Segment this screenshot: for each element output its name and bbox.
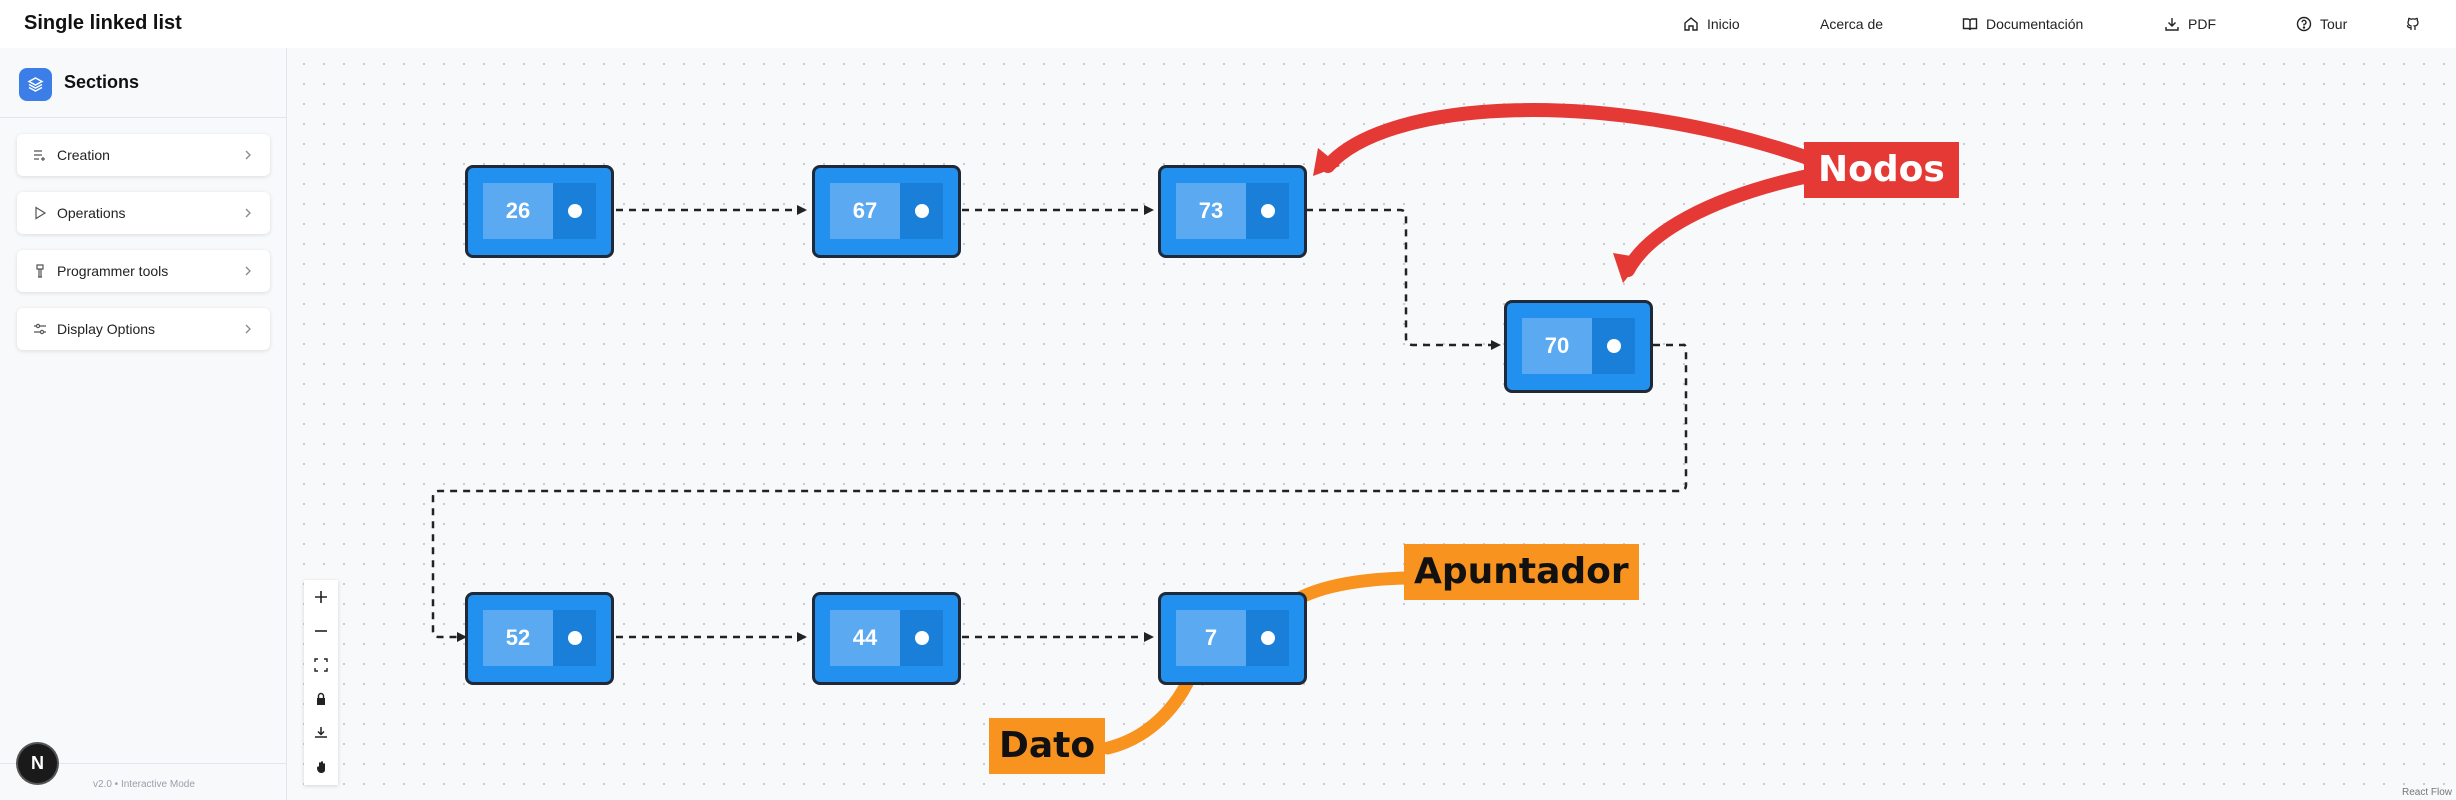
chevron-right-icon bbox=[242, 264, 254, 276]
node-pointer bbox=[900, 183, 943, 239]
sidebar-item-programmer-tools[interactable]: Programmer tools bbox=[17, 250, 270, 292]
pointer-dot bbox=[1261, 204, 1275, 218]
sidebar-item-label: Programmer tools bbox=[57, 263, 169, 279]
node-pointer bbox=[900, 610, 943, 666]
help-circle-icon bbox=[2296, 16, 2312, 32]
home-icon bbox=[1683, 16, 1699, 32]
list-node[interactable]: 26 bbox=[465, 165, 614, 258]
nav-tour[interactable]: Tour bbox=[2296, 0, 2347, 48]
pointer-dot bbox=[568, 631, 582, 645]
list-node[interactable]: 73 bbox=[1158, 165, 1307, 258]
download-icon bbox=[2164, 16, 2180, 32]
nav-documentacion-label: Documentación bbox=[1986, 16, 2084, 32]
sidebar-item-operations[interactable]: Operations bbox=[17, 192, 270, 234]
node-data: 26 bbox=[483, 183, 553, 239]
nav-acerca-label: Acerca de bbox=[1820, 16, 1884, 32]
nav-tour-label: Tour bbox=[2320, 16, 2348, 32]
download-icon bbox=[315, 727, 327, 738]
hand-icon bbox=[317, 761, 325, 773]
flow-controls bbox=[304, 580, 338, 785]
version-label: v2.0 • Interactive Mode bbox=[93, 779, 195, 790]
pointer-dot bbox=[915, 204, 929, 218]
sidebar-item-label: Display Options bbox=[57, 321, 156, 337]
edges-layer bbox=[431, 103, 1815, 755]
sidebar-item-label: Creation bbox=[57, 147, 110, 163]
lock-button[interactable] bbox=[304, 682, 338, 716]
nav-github[interactable] bbox=[2405, 0, 2429, 48]
node-pointer bbox=[1246, 183, 1289, 239]
chevron-right-icon bbox=[242, 148, 254, 160]
annotation-dato: Dato bbox=[989, 718, 1106, 774]
zoom-out-button[interactable] bbox=[304, 614, 338, 648]
nodos-arrow-2 bbox=[1621, 169, 1815, 277]
node-data: 67 bbox=[830, 183, 900, 239]
layers-icon bbox=[19, 68, 52, 101]
top-header: Single linked list Inicio Acerca de Docu… bbox=[0, 0, 2456, 48]
app-title: Single linked list bbox=[24, 12, 182, 34]
nav-inicio[interactable]: Inicio bbox=[1683, 0, 1740, 48]
node-pointer bbox=[1246, 610, 1289, 666]
list-node[interactable]: 52 bbox=[465, 592, 614, 685]
nav-documentacion[interactable]: Documentación bbox=[1962, 0, 2083, 48]
github-icon bbox=[2405, 16, 2421, 32]
node-pointer bbox=[553, 183, 596, 239]
pointer-dot bbox=[1607, 339, 1621, 353]
pointer-dot bbox=[568, 204, 582, 218]
pointer-dot bbox=[915, 631, 929, 645]
sidebar-title: Sections bbox=[64, 72, 140, 92]
node-data: 7 bbox=[1176, 610, 1246, 666]
node-data: 70 bbox=[1522, 318, 1592, 374]
list-node[interactable]: 44 bbox=[812, 592, 961, 685]
sidebar: Sections Creation Operations Programmer … bbox=[0, 48, 287, 800]
zoom-in-button[interactable] bbox=[304, 580, 338, 614]
sidebar-item-display-options[interactable]: Display Options bbox=[17, 308, 270, 350]
edge-73-70 bbox=[1306, 208, 1501, 350]
nav-inicio-label: Inicio bbox=[1707, 16, 1740, 32]
sidebar-item-creation[interactable]: Creation bbox=[17, 134, 270, 176]
chevron-right-icon bbox=[242, 322, 254, 334]
node-pointer bbox=[553, 610, 596, 666]
annotation-apuntador: Apuntador bbox=[1404, 544, 1639, 600]
node-data: 73 bbox=[1176, 183, 1246, 239]
tool-icon bbox=[33, 264, 47, 278]
list-node[interactable]: 67 bbox=[812, 165, 961, 258]
sidebar-footer-divider bbox=[0, 763, 287, 764]
react-flow-attribution[interactable]: React Flow bbox=[2401, 787, 2452, 798]
nav-pdf-label: PDF bbox=[2188, 16, 2216, 32]
list-node[interactable]: 7 bbox=[1158, 592, 1307, 685]
play-icon bbox=[33, 206, 47, 220]
sidebar-item-label: Operations bbox=[57, 205, 126, 221]
pointer-dot bbox=[1261, 631, 1275, 645]
flow-canvas[interactable]: 26 67 73 70 52 44 7 Nodos Apuntador Dato bbox=[288, 48, 2456, 800]
book-icon bbox=[1962, 16, 1978, 32]
download-image-button[interactable] bbox=[304, 716, 338, 750]
sliders-icon bbox=[33, 322, 47, 336]
list-node[interactable]: 70 bbox=[1504, 300, 1653, 393]
node-data: 44 bbox=[830, 610, 900, 666]
nav-acerca[interactable]: Acerca de bbox=[1820, 0, 1883, 48]
sidebar-header: Sections bbox=[0, 48, 287, 118]
nodos-arrow-1 bbox=[1321, 103, 1815, 173]
chevron-right-icon bbox=[242, 206, 254, 218]
next-dev-badge[interactable]: N bbox=[18, 744, 57, 783]
lock-icon bbox=[317, 692, 325, 705]
plus-icon bbox=[315, 591, 327, 603]
node-data: 52 bbox=[483, 610, 553, 666]
node-pointer bbox=[1592, 318, 1635, 374]
nav-pdf[interactable]: PDF bbox=[2164, 0, 2216, 48]
list-plus-icon bbox=[33, 148, 47, 162]
fit-view-button[interactable] bbox=[304, 648, 338, 682]
annotation-nodos: Nodos bbox=[1804, 142, 1959, 198]
minus-icon bbox=[315, 630, 327, 632]
fit-view-icon bbox=[314, 658, 328, 672]
pan-mode-button[interactable] bbox=[304, 750, 338, 784]
